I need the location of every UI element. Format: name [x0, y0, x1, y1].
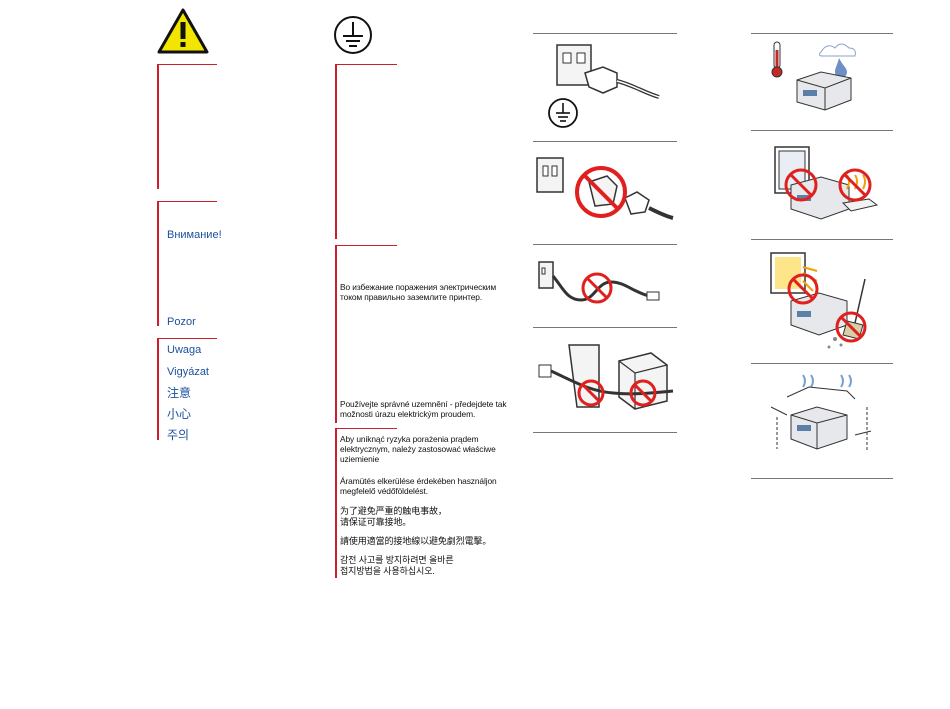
- ground-bar-2: [335, 245, 337, 423]
- environment-illustration: [771, 41, 856, 111]
- warning-label-pl: Uwaga: [167, 344, 202, 356]
- illus-right-divider-2: [751, 130, 893, 131]
- warning-bar-1-tick: [157, 64, 217, 65]
- warning-bar-2: [157, 201, 159, 326]
- warning-label-cs: Pozor: [167, 316, 196, 328]
- grounding-text-ru: Во избежание поражения электрическим ток…: [340, 282, 497, 302]
- illus-right-divider-1: [751, 33, 893, 34]
- ground-bar-3: [335, 428, 337, 578]
- illus-right-divider-3: [751, 239, 893, 240]
- illus-left-divider-4: [533, 327, 677, 328]
- warning-label-zh-tw: 小心: [167, 407, 192, 421]
- illus-right-divider-5: [751, 478, 893, 479]
- no-sunlight-dust-illustration: [770, 252, 867, 349]
- warning-label-zh-cn: 注意: [167, 386, 192, 400]
- ventilation-illustration: [770, 374, 872, 451]
- illus-left-divider-3: [533, 244, 677, 245]
- grounding-text-pl: Aby uniknąć ryzyka porażenia prądem elek…: [340, 434, 496, 464]
- illus-left-divider-5: [533, 432, 677, 433]
- ground-bar-3-tick: [335, 428, 397, 429]
- warning-label-ko: 주의: [167, 428, 190, 442]
- warning-label-ru: Внимание!: [167, 229, 222, 241]
- warning-bar-1: [157, 64, 159, 189]
- illus-left-divider-2: [533, 141, 677, 142]
- grounding-text-hu: Áramütés elkerülése érdekében használjon…: [340, 476, 497, 496]
- ground-symbol-icon: [334, 16, 372, 54]
- grounded-outlet-illustration: [548, 44, 660, 128]
- warning-bar-3-tick: [157, 338, 217, 339]
- ground-bar-1-tick: [335, 64, 397, 65]
- warning-triangle-icon: [157, 8, 209, 54]
- warning-bar-3: [157, 338, 159, 440]
- warning-label-hu: Vigyázat: [167, 366, 209, 378]
- illus-right-divider-4: [751, 363, 893, 364]
- ground-bar-2-tick: [335, 245, 397, 246]
- illus-left-divider-1: [533, 33, 677, 34]
- no-cord-under-objects-illustration: [538, 344, 674, 410]
- grounding-text-zh-cn: 为了避免严重的触电事故， 请保证可靠接地。: [340, 506, 447, 527]
- grounding-text-zh-tw: 請使用適當的接地線以避免劇烈電擊。: [340, 536, 492, 546]
- grounding-text-cs: Používejte správné uzemnění - předejdete…: [340, 399, 507, 419]
- ground-bar-1: [335, 64, 337, 239]
- warning-bar-2-tick: [157, 201, 217, 202]
- grounding-text-ko: 감전 사고를 방지하려면 올바른 접지방법을 사용하십시오.: [340, 555, 454, 576]
- no-damaged-cord-illustration: [538, 261, 660, 304]
- no-heat-illustration: [774, 146, 879, 220]
- no-adapter-illustration: [536, 157, 674, 220]
